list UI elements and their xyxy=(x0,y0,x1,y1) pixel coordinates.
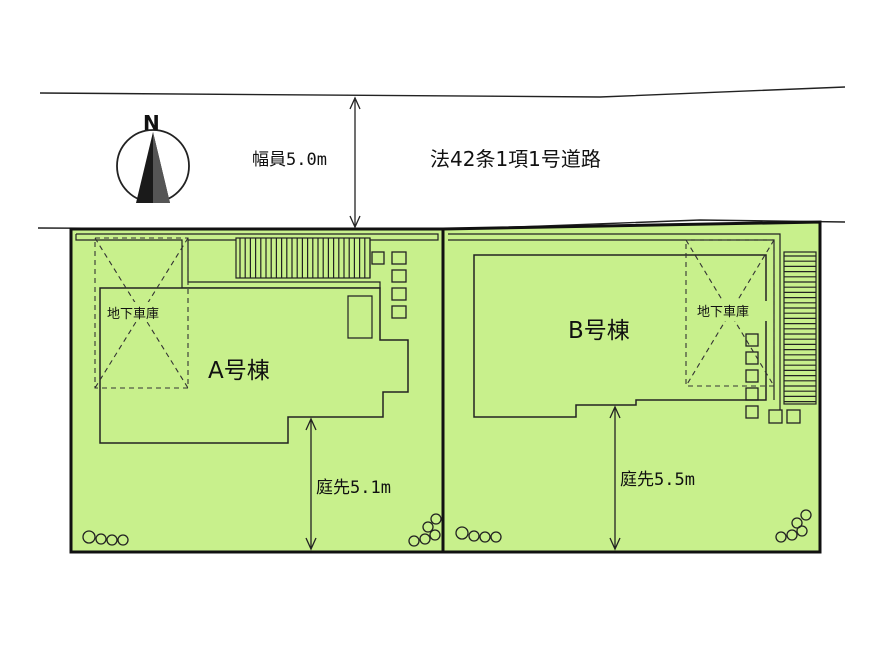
lot-a-stairs xyxy=(235,237,371,279)
lot-a: 地下車庫 A号棟 庭先5.1m xyxy=(69,227,445,554)
lot-b-shrubs-right xyxy=(775,509,812,543)
lot-b-stepping-stones xyxy=(745,333,801,424)
lot-b-yard-dimension xyxy=(609,405,621,551)
building-b-label: B号棟 xyxy=(568,318,630,344)
building-a-label: A号棟 xyxy=(208,358,270,384)
lot-a-garage xyxy=(94,237,189,389)
road-type-label: 法42条1項1号道路 xyxy=(430,147,601,171)
lot-a-garage-label: 地下車庫 xyxy=(107,307,159,322)
building-a-outline xyxy=(99,287,409,444)
road-north-edge xyxy=(39,86,846,98)
lot-b-garage-label: 地下車庫 xyxy=(697,305,749,320)
lot-a-shrubs-right xyxy=(408,513,442,547)
lot-b-stairs xyxy=(783,251,817,405)
road-width-label: 幅員5.0m xyxy=(252,150,327,170)
lot-a-shrubs-left xyxy=(82,530,129,546)
north-label: N xyxy=(143,111,160,135)
lot-b: 地下車庫 B号棟 庭先5.5m xyxy=(441,220,822,554)
lot-a-stepping-stones xyxy=(371,251,407,319)
lot-b-shrubs-left xyxy=(455,526,502,543)
lot-a-yard-dimension xyxy=(305,417,317,551)
north-compass xyxy=(116,129,190,203)
lot-a-yard-label: 庭先5.1m xyxy=(316,478,391,498)
lot-b-yard-label: 庭先5.5m xyxy=(620,470,695,490)
road-width-dimension xyxy=(349,96,361,229)
